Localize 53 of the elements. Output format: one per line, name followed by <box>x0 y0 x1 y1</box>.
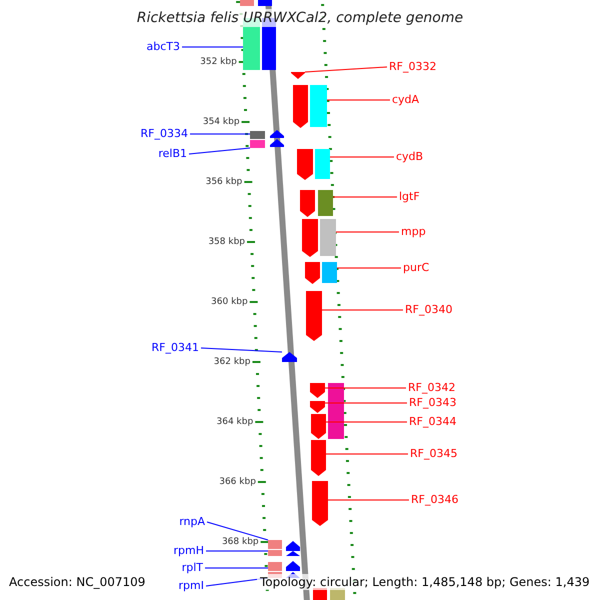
scale-label: 360 kbp <box>211 297 248 307</box>
gene-label: rpmH <box>174 544 204 558</box>
gene-label: RF_0334 <box>140 127 188 141</box>
gene-label: relB1 <box>158 147 187 161</box>
leader-line <box>332 196 398 198</box>
gene-feature <box>306 291 322 341</box>
gene-feature <box>305 262 337 284</box>
leader-line <box>206 522 268 540</box>
scale-label: 358 kbp <box>208 237 245 247</box>
gene-label: lgtF <box>399 190 420 204</box>
gene-feature <box>250 130 284 139</box>
gene-feature <box>311 440 326 476</box>
gene-label: RF_0346 <box>411 493 458 507</box>
scale-label: 368 kbp <box>222 537 259 547</box>
gene-label: RF_0340 <box>405 303 452 317</box>
leader-line <box>188 148 250 154</box>
gene-feature <box>268 561 300 571</box>
gene-feature <box>268 540 300 551</box>
gene-feature <box>310 383 325 398</box>
scale-label: 364 kbp <box>216 417 254 427</box>
gene-label: RF_0342 <box>408 381 456 395</box>
leader-line <box>200 348 282 352</box>
gene-label: RF_0343 <box>409 396 456 410</box>
gene-feature <box>300 190 333 217</box>
leader-line <box>206 550 268 552</box>
gene-label: cydA <box>392 93 420 107</box>
gene-feature <box>268 550 300 556</box>
scale-label: 366 kbp <box>219 477 256 487</box>
scale-label: 354 kbp <box>202 117 240 127</box>
gene-label: RF_0341 <box>152 341 199 355</box>
scale-label: 362 kbp <box>214 357 250 367</box>
gene-label: abcT3 <box>146 40 180 54</box>
gene-label: rplT <box>182 561 203 575</box>
gene-feature <box>282 352 297 362</box>
gene-label: rpmI <box>178 579 204 593</box>
leader-line <box>304 66 388 72</box>
gene-label: rnpA <box>179 515 205 529</box>
gene-feature <box>293 85 327 128</box>
scale-label: 356 kbp <box>206 177 242 187</box>
gene-label: RF_0344 <box>409 415 456 429</box>
gene-feature <box>312 481 328 526</box>
gene-label: mpp <box>401 225 426 239</box>
gene-label: cydB <box>396 150 424 164</box>
gene-label: RF_0345 <box>410 447 458 461</box>
gene-feature <box>250 139 284 148</box>
gene-feature <box>291 72 305 79</box>
gene-feature <box>302 219 336 257</box>
gene-label: RF_0332 <box>389 60 436 74</box>
gene-feature <box>297 149 330 180</box>
gene-label: purC <box>403 261 430 275</box>
leader-line <box>324 402 408 404</box>
leader-line <box>330 156 394 158</box>
leader-line <box>182 46 244 48</box>
